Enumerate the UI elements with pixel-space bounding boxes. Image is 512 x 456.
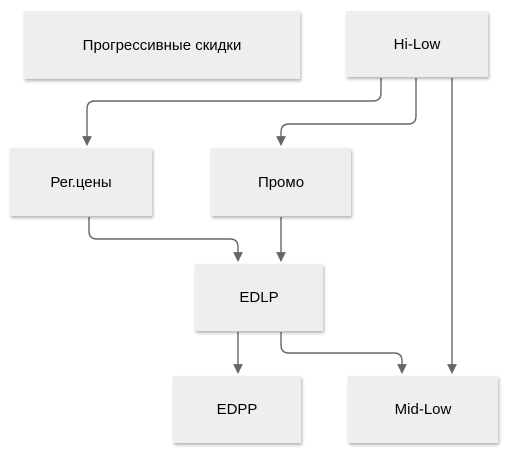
node-regular-prices[interactable]: Рег.цены	[10, 148, 152, 216]
node-label: Mid-Low	[394, 401, 452, 418]
node-label: Hi-Low	[393, 35, 441, 53]
node-label: Промо	[257, 173, 305, 191]
node-label: EDLP	[239, 289, 279, 306]
node-promo[interactable]: Промо	[211, 148, 351, 216]
node-hi-low[interactable]: Hi-Low	[346, 11, 488, 77]
node-progressive-discounts[interactable]: Прогрессивные скидки	[24, 11, 300, 79]
node-edpp[interactable]: EDPP	[173, 376, 301, 443]
node-label: Рег.цены	[50, 173, 112, 191]
node-mid-low[interactable]: Mid-Low	[348, 376, 498, 443]
edge-hilow-promo	[276, 78, 417, 146]
edge-edlp-midlow	[280, 332, 407, 374]
edge-hilow-regprices	[82, 78, 382, 146]
edge-regprices-edlp	[88, 217, 243, 262]
node-label: Прогрессивные скидки	[82, 36, 242, 54]
node-label: EDPP	[216, 401, 258, 418]
node-edlp[interactable]: EDLP	[195, 264, 323, 331]
